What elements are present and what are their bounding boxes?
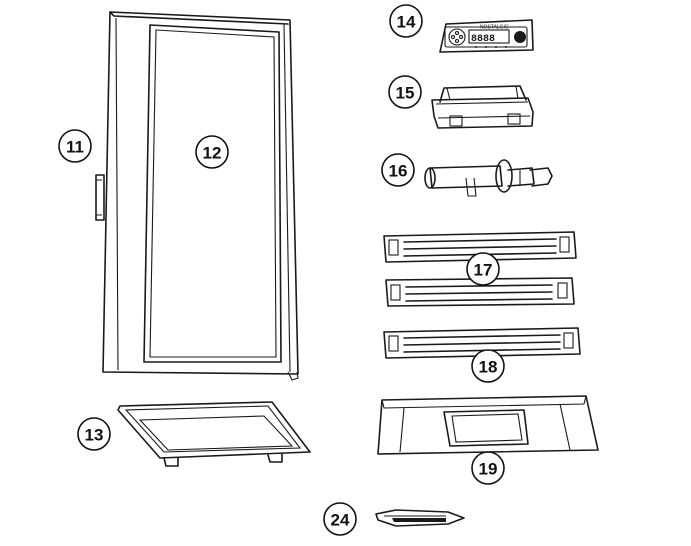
svg-text:11: 11 <box>66 138 84 157</box>
callout-19: 19 <box>471 451 505 485</box>
callout-13: 13 <box>77 417 111 451</box>
control-display-digits: 8888 <box>471 34 495 45</box>
door-handle <box>431 85 534 129</box>
svg-text:16: 16 <box>389 162 408 181</box>
callout-16: 16 <box>381 153 415 187</box>
callout-18: 18 <box>471 349 505 383</box>
svg-text:18: 18 <box>479 358 498 377</box>
svg-text:17: 17 <box>474 261 493 280</box>
svg-text:13: 13 <box>85 426 104 445</box>
base-cover <box>377 395 599 455</box>
svg-text:24: 24 <box>331 511 350 530</box>
power-knob-icon <box>514 31 526 43</box>
callout-11: 11 <box>58 129 92 163</box>
hinge-pin <box>424 159 553 197</box>
callout-15: 15 <box>388 75 422 109</box>
callout-17: 17 <box>466 252 500 286</box>
control-panel: 8888 NOSTALGIC <box>439 19 534 53</box>
drip-tray <box>117 401 311 467</box>
callout-24: 24 <box>323 502 357 536</box>
svg-text:14: 14 <box>397 13 416 32</box>
svg-text:19: 19 <box>479 460 498 479</box>
control-brand-label: NOSTALGIC <box>480 25 509 31</box>
shelf-rail-upper-2 <box>385 277 575 307</box>
svg-text:12: 12 <box>203 144 222 163</box>
callout-12: 12 <box>195 135 229 169</box>
svg-text:15: 15 <box>396 84 415 103</box>
callout-14: 14 <box>389 4 423 38</box>
door-assembly <box>95 11 299 381</box>
foot-pad <box>375 509 465 527</box>
